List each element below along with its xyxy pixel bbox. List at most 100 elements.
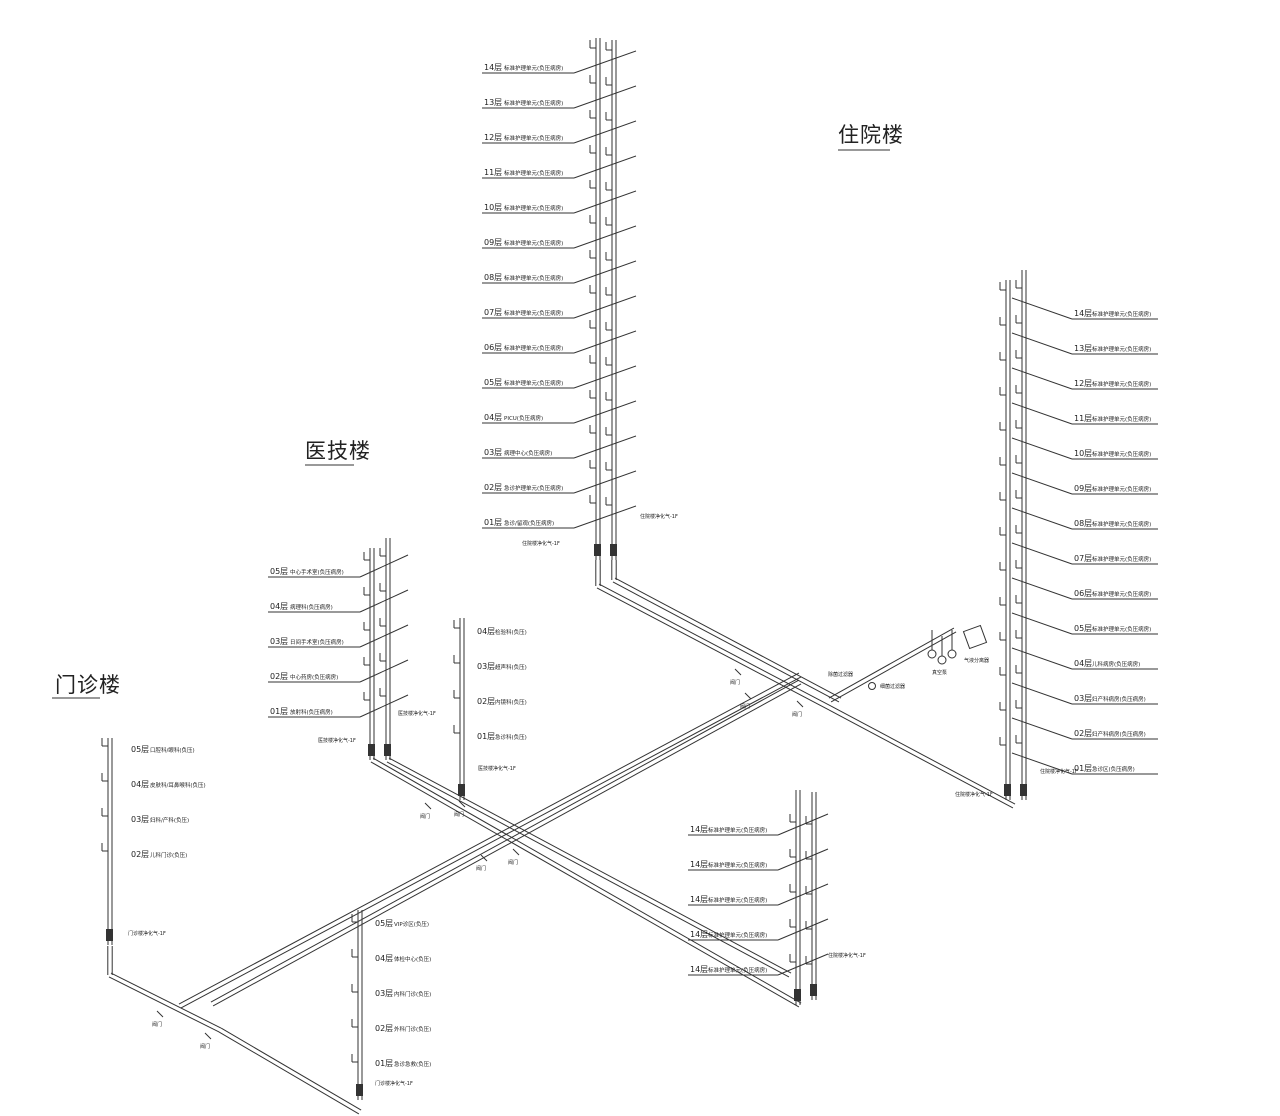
floor-description: 标准护理单元(负压病房) bbox=[504, 134, 563, 142]
floor-label: 02层 bbox=[131, 850, 149, 859]
leader-line bbox=[777, 918, 829, 941]
floor-description: 标准护理单元(负压病房) bbox=[708, 861, 767, 869]
valve-label: 阀门 bbox=[730, 679, 740, 686]
leader-line bbox=[359, 589, 409, 613]
floor-label: 14层 bbox=[484, 63, 502, 72]
filter-icon bbox=[868, 682, 876, 690]
pump-icon bbox=[937, 655, 947, 665]
floor-label: 04层 bbox=[375, 954, 393, 963]
riser-note: 医技楼净化气-1F bbox=[398, 710, 436, 717]
pipe-wall bbox=[372, 757, 802, 1004]
title-inpatient: 住院楼 bbox=[838, 123, 904, 147]
floor-label: 03层 bbox=[1074, 694, 1092, 703]
pipe-wall bbox=[212, 683, 802, 1007]
leader-line bbox=[573, 400, 637, 424]
floor-label: 01层 bbox=[270, 707, 288, 716]
leader-line bbox=[359, 624, 409, 648]
floor-description: 标准护理单元(负压病房) bbox=[1092, 415, 1151, 423]
valve-mark bbox=[480, 854, 488, 862]
floor-label: 12层 bbox=[1074, 379, 1092, 388]
floor-label: 05层 bbox=[375, 919, 393, 928]
floor-label: 05层 bbox=[270, 567, 288, 576]
floor-description: 妇科/产科(负压) bbox=[150, 816, 189, 824]
leader-line bbox=[1011, 682, 1073, 705]
floor-description: 妇产科病房(负压病房) bbox=[1092, 695, 1146, 703]
floor-label: 02层 bbox=[477, 697, 495, 706]
title-medtech: 医技楼 bbox=[305, 439, 371, 463]
leader-line bbox=[777, 953, 829, 976]
riser-note: 住院楼净化气-1F bbox=[522, 540, 560, 547]
floor-label: 05层 bbox=[1074, 624, 1092, 633]
leader-line bbox=[573, 120, 637, 144]
floor-label: 14层 bbox=[1074, 309, 1092, 318]
floor-description: 急诊区(负压病房) bbox=[1092, 765, 1135, 773]
valve-block bbox=[1004, 784, 1011, 796]
valve-label: 阀门 bbox=[740, 703, 750, 710]
floor-description: 标准护理单元(负压病房) bbox=[708, 966, 767, 974]
floor-description: PICU(负压病房) bbox=[504, 414, 543, 422]
floor-description: 急诊科(负压) bbox=[495, 733, 527, 741]
riser-note: 门诊楼净化气-1F bbox=[375, 1080, 413, 1087]
leader-line bbox=[1011, 647, 1073, 670]
floor-description: 标准护理单元(负压病房) bbox=[1092, 450, 1151, 458]
floor-description: 标准护理单元(负压病房) bbox=[1092, 555, 1151, 563]
riser-note: 医技楼净化气-1F bbox=[478, 765, 516, 772]
leader-line bbox=[777, 883, 829, 906]
valve-label: 阀门 bbox=[792, 711, 802, 718]
riser-note: 住院楼净化气-1F bbox=[640, 513, 678, 520]
floor-description: 检验科(负压) bbox=[495, 628, 527, 636]
leader-line bbox=[573, 435, 637, 459]
leader-line bbox=[573, 85, 637, 109]
equipment-label: 除菌过滤器 bbox=[828, 671, 853, 678]
pipe-wall bbox=[370, 761, 800, 1008]
pipe-wall bbox=[828, 709, 1014, 809]
valve-mark bbox=[796, 700, 804, 708]
valve-label: 阀门 bbox=[420, 813, 430, 820]
floor-description: 病理科(负压病房) bbox=[290, 603, 333, 611]
valve-label: 阀门 bbox=[508, 859, 518, 866]
leader-line bbox=[777, 813, 829, 836]
floor-label: 14层 bbox=[690, 895, 708, 904]
floor-description: 标准护理单元(负压病房) bbox=[504, 379, 563, 387]
pipe-wall bbox=[612, 581, 840, 703]
floor-label: 04层 bbox=[484, 413, 502, 422]
floor-label: 01层 bbox=[375, 1059, 393, 1068]
valve-label: 阀门 bbox=[200, 1043, 210, 1050]
floor-label-group: 14层标准护理单元(负压病房)13层标准护理单元(负压病房)12层标准护理单元(… bbox=[128, 50, 1158, 1087]
floor-label: 03层 bbox=[131, 815, 149, 824]
leader-line bbox=[573, 365, 637, 389]
floor-label: 03层 bbox=[477, 662, 495, 671]
tank-icon bbox=[962, 624, 988, 650]
pipe-network: 阀门阀门阀门阀门阀门阀门阀门阀门阀门 bbox=[107, 560, 1016, 1115]
leader-line bbox=[777, 848, 829, 871]
floor-description: 标准护理单元(负压病房) bbox=[708, 896, 767, 904]
valve-label: 阀门 bbox=[454, 811, 464, 818]
floor-description: 超声科(负压) bbox=[495, 663, 527, 671]
leader-line bbox=[1011, 402, 1073, 425]
floor-label: 01层 bbox=[484, 518, 502, 527]
leader-line bbox=[573, 330, 637, 354]
floor-label: 03层 bbox=[270, 637, 288, 646]
floor-label: 10层 bbox=[484, 203, 502, 212]
floor-description: 急诊急救(负压) bbox=[394, 1060, 431, 1068]
floor-label: 14层 bbox=[690, 825, 708, 834]
leader-line bbox=[1011, 437, 1073, 460]
leader-line bbox=[573, 295, 637, 319]
valve-block bbox=[794, 989, 801, 1001]
floor-label: 11层 bbox=[1074, 414, 1092, 423]
valve-block bbox=[810, 984, 817, 996]
valve-block bbox=[356, 1084, 363, 1096]
valve-block bbox=[106, 929, 113, 941]
leader-line bbox=[359, 694, 409, 718]
floor-description: 标准护理单元(负压病房) bbox=[504, 99, 563, 107]
floor-description: 标准护理单元(负压病房) bbox=[708, 826, 767, 834]
leader-line bbox=[1011, 542, 1073, 565]
floor-label: 02层 bbox=[484, 483, 502, 492]
pipe-wall bbox=[110, 972, 222, 1029]
pipe-wall bbox=[178, 672, 800, 1005]
floor-description: 儿科门诊(负压) bbox=[150, 851, 187, 859]
leader-line bbox=[359, 554, 409, 578]
floor-label: 01层 bbox=[477, 732, 495, 741]
leader-line bbox=[1011, 367, 1073, 390]
